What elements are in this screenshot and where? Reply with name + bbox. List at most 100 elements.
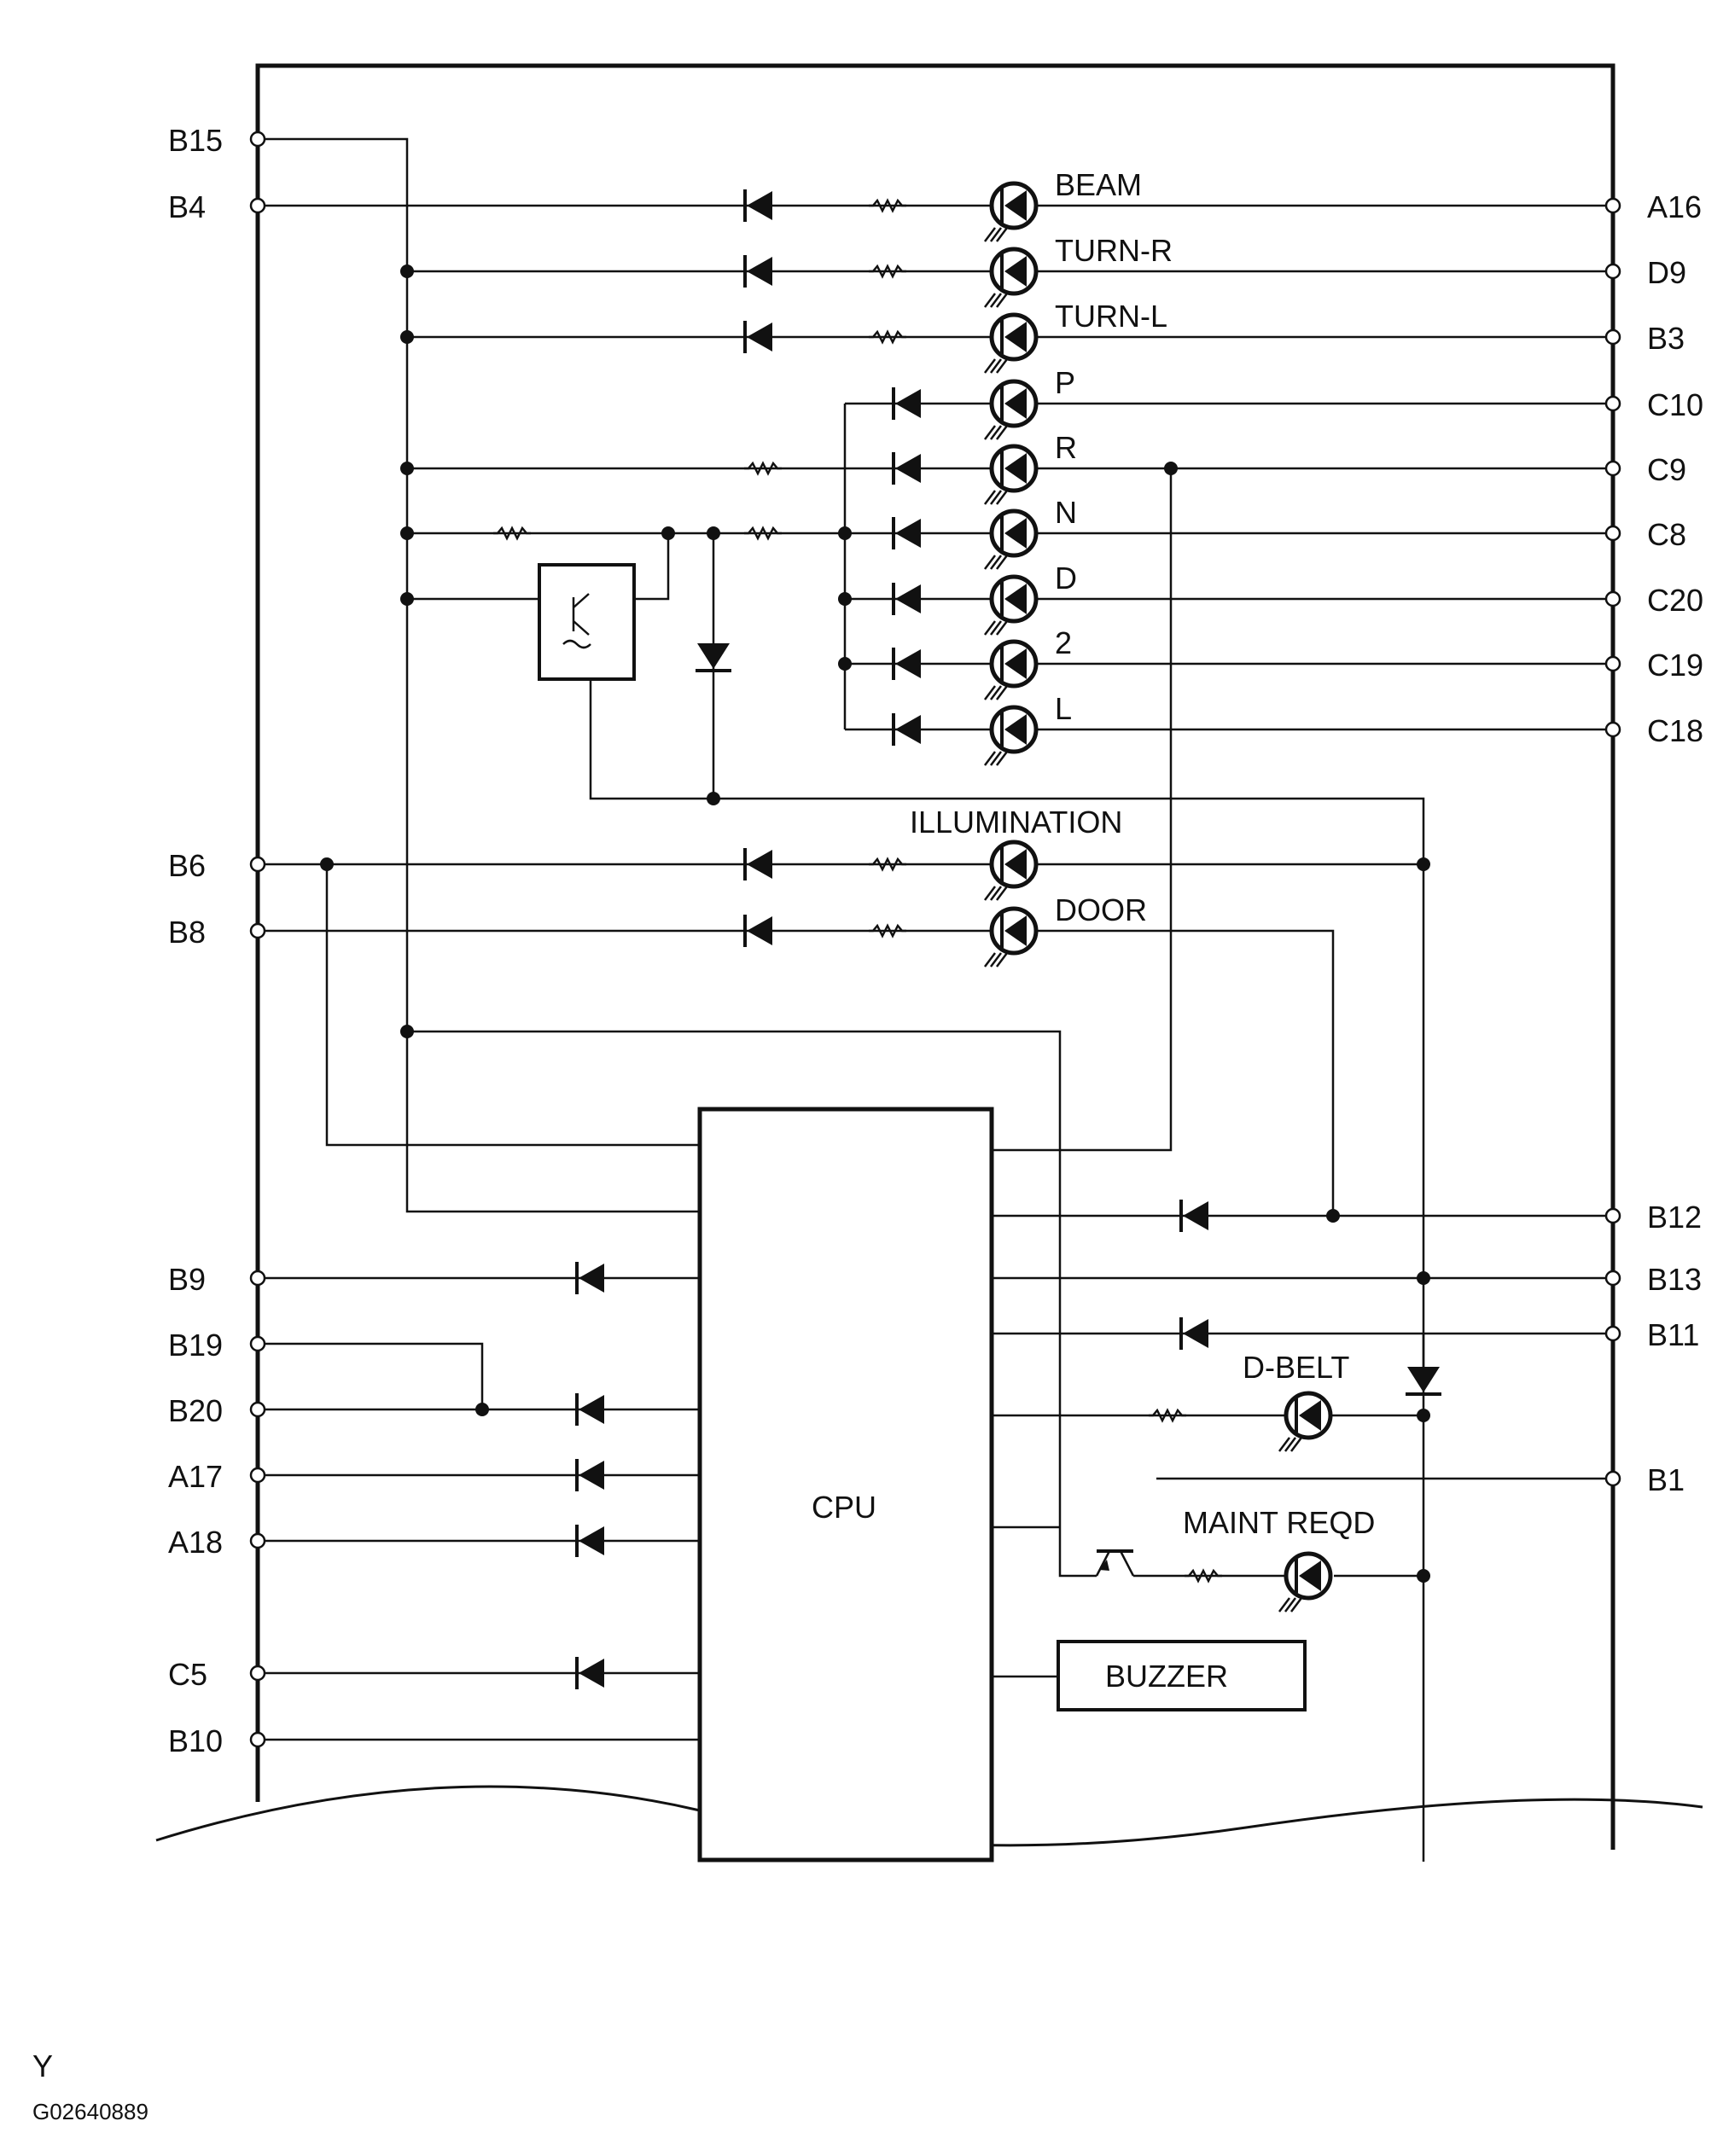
diode-icon bbox=[743, 189, 772, 222]
terminal-pin bbox=[249, 1270, 266, 1287]
indicator-label-l: L bbox=[1055, 691, 1072, 726]
terminal-pin bbox=[1604, 1270, 1621, 1287]
resistor-icon bbox=[869, 264, 906, 279]
indicator-lamp-icon bbox=[984, 181, 1039, 242]
indicator-lamp-icon bbox=[984, 639, 1039, 700]
terminal-pin bbox=[249, 131, 266, 148]
terminal-label-b10: B10 bbox=[168, 1723, 223, 1758]
diode-icon bbox=[575, 1262, 604, 1294]
diode-icon bbox=[743, 255, 772, 288]
resistor-icon bbox=[1185, 1568, 1222, 1584]
indicator-lamp-icon bbox=[984, 574, 1039, 636]
resistor-icon bbox=[744, 461, 782, 476]
terminal-pin bbox=[1604, 460, 1621, 477]
terminal-pin bbox=[249, 1532, 266, 1549]
terminal-label-b6: B6 bbox=[168, 848, 206, 883]
indicator-label-door: DOOR bbox=[1055, 892, 1147, 927]
terminal-pin bbox=[1604, 590, 1621, 607]
figure-code: G02640889 bbox=[32, 2099, 148, 2124]
junction-dots bbox=[320, 264, 1430, 1583]
terminal-label-c19: C19 bbox=[1647, 648, 1703, 683]
indicator-lamp-icon bbox=[984, 508, 1039, 570]
terminal-pin bbox=[249, 856, 266, 873]
buzzer-label: BUZZER bbox=[1105, 1659, 1228, 1694]
terminal-label-c18: C18 bbox=[1647, 713, 1703, 748]
terminal-pin bbox=[1604, 655, 1621, 672]
cpu-label: CPU bbox=[812, 1490, 876, 1525]
diode-icon bbox=[575, 1657, 604, 1689]
resistor-icon bbox=[493, 526, 531, 541]
terminal-label-b3: B3 bbox=[1647, 321, 1685, 356]
diode-icon bbox=[743, 848, 772, 880]
terminal-pin bbox=[249, 197, 266, 214]
terminal-pin bbox=[1604, 1325, 1621, 1342]
diode-icon bbox=[892, 713, 921, 746]
terminal-label-b8: B8 bbox=[168, 915, 206, 950]
indicator-lamp-icon bbox=[1278, 1551, 1333, 1613]
terminal-pin bbox=[249, 1467, 266, 1484]
resistor-icon bbox=[869, 329, 906, 345]
diode-icon bbox=[743, 321, 772, 353]
terminal-label-c10: C10 bbox=[1647, 387, 1703, 422]
diode-icon bbox=[892, 452, 921, 485]
light-sensor-box bbox=[538, 563, 636, 681]
resistor-icon bbox=[869, 198, 906, 213]
terminal-label-b19: B19 bbox=[168, 1328, 223, 1363]
indicator-label-p: P bbox=[1055, 365, 1075, 400]
terminal-pin bbox=[249, 1401, 266, 1418]
terminal-pin bbox=[1604, 263, 1621, 280]
indicator-lamp-icon bbox=[984, 906, 1039, 968]
indicator-lamp-icon bbox=[984, 705, 1039, 766]
indicator-label-maint-reqd: MAINT REQD bbox=[1183, 1505, 1375, 1540]
corner-mark: Y bbox=[32, 2048, 53, 2083]
diode-icon bbox=[892, 583, 921, 615]
indicator-label-turn-l: TURN-L bbox=[1055, 299, 1167, 334]
diode-icon bbox=[696, 643, 731, 672]
indicator-lamp-icon bbox=[984, 379, 1039, 440]
indicator-label-2: 2 bbox=[1055, 625, 1072, 660]
resistor-icon bbox=[1149, 1408, 1186, 1423]
transistor-icon bbox=[1095, 1549, 1135, 1577]
terminal-label-b9: B9 bbox=[168, 1262, 206, 1297]
diode-icon bbox=[575, 1459, 604, 1491]
terminal-label-c9: C9 bbox=[1647, 452, 1686, 487]
terminal-label-c8: C8 bbox=[1647, 517, 1686, 552]
indicator-label-r: R bbox=[1055, 430, 1077, 465]
terminal-label-b1: B1 bbox=[1647, 1462, 1685, 1497]
indicator-label-illumination: ILLUMINATION bbox=[910, 805, 1122, 840]
terminal-label-d9: D9 bbox=[1647, 255, 1686, 290]
resistor-icon bbox=[744, 526, 782, 541]
indicator-lamp-icon bbox=[984, 444, 1039, 505]
terminal-label-c5: C5 bbox=[168, 1657, 207, 1692]
indicator-lamp-icon bbox=[984, 840, 1039, 901]
diode-icon bbox=[575, 1393, 604, 1426]
terminal-pin bbox=[1604, 721, 1621, 738]
terminal-pin bbox=[249, 1335, 266, 1352]
terminal-pin bbox=[1604, 395, 1621, 412]
diode-icon bbox=[1179, 1317, 1208, 1350]
indicator-lamp-icon bbox=[1278, 1391, 1333, 1452]
terminal-label-b4: B4 bbox=[168, 189, 206, 224]
resistor-icon bbox=[869, 857, 906, 872]
terminal-label-b15: B15 bbox=[168, 123, 223, 158]
diode-icon bbox=[575, 1525, 604, 1557]
indicator-label-beam: BEAM bbox=[1055, 167, 1142, 202]
diode-icon bbox=[892, 517, 921, 549]
indicator-label-n: N bbox=[1055, 495, 1077, 530]
terminal-pin bbox=[249, 1665, 266, 1682]
terminal-pin bbox=[1604, 1207, 1621, 1224]
diode-icon bbox=[743, 915, 772, 947]
terminal-label-b11: B11 bbox=[1647, 1317, 1699, 1352]
terminal-pin bbox=[1604, 525, 1621, 542]
terminal-pin bbox=[1604, 197, 1621, 214]
terminal-pin bbox=[1604, 328, 1621, 346]
terminal-label-b13: B13 bbox=[1647, 1262, 1702, 1297]
indicator-label-turn-r: TURN-R bbox=[1055, 233, 1173, 268]
terminal-pin bbox=[249, 1731, 266, 1748]
terminal-label-b20: B20 bbox=[168, 1393, 223, 1428]
resistor-icon bbox=[869, 923, 906, 939]
buzzer-block bbox=[1057, 1640, 1307, 1711]
terminal-label-a16: A16 bbox=[1647, 189, 1702, 224]
diode-icon bbox=[892, 387, 921, 420]
